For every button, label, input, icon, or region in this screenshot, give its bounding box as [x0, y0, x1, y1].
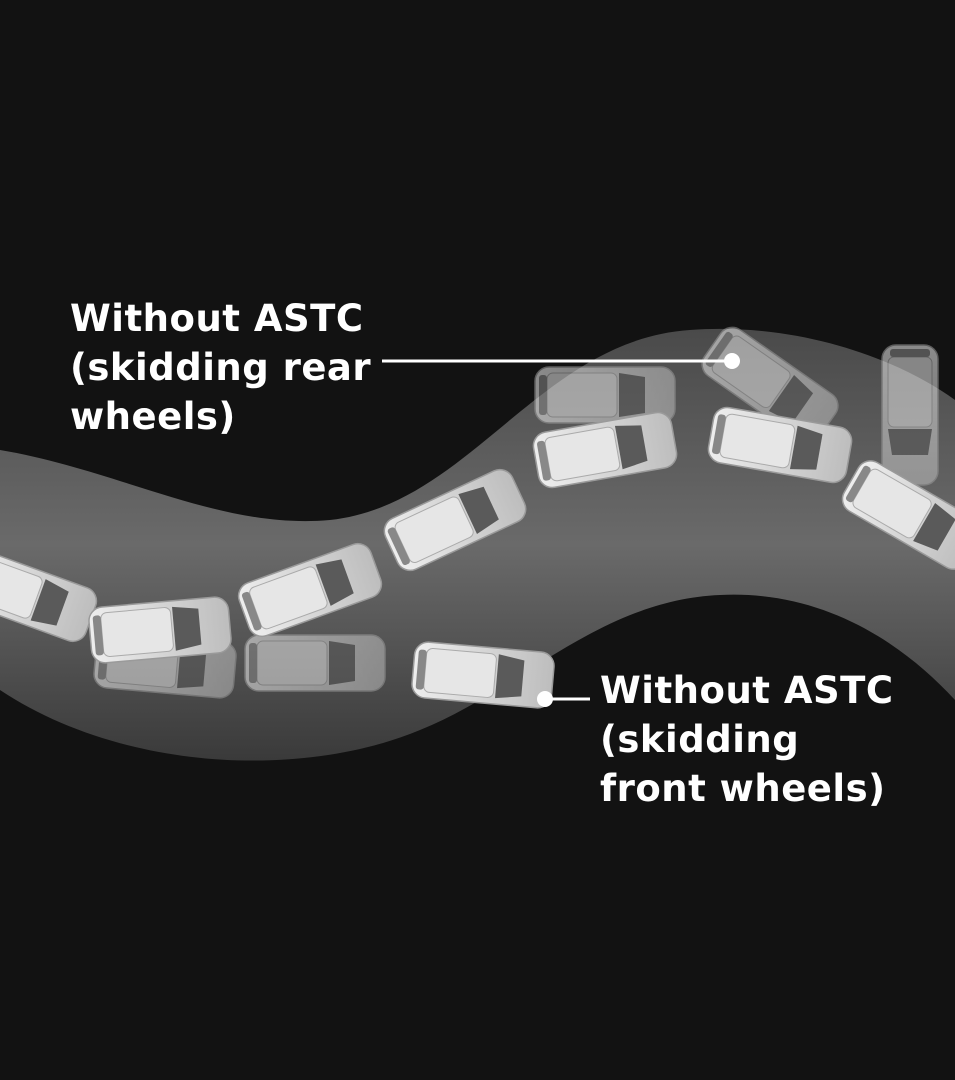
- callout-line: wheels): [70, 395, 236, 438]
- callout-line: (skidding: [600, 718, 800, 761]
- car: [532, 411, 678, 489]
- car: [841, 460, 955, 570]
- car: [707, 406, 853, 484]
- callout-line: Without ASTC: [70, 297, 364, 340]
- car-sequence: [0, 326, 955, 709]
- car: [237, 542, 383, 638]
- car: [244, 634, 386, 692]
- callout-line: (skidding rear: [70, 346, 372, 389]
- car: [0, 547, 98, 643]
- callout-line: front wheels): [600, 767, 886, 810]
- callout-rear-pointer: [382, 353, 740, 369]
- callout-line: Without ASTC: [600, 669, 894, 712]
- callout-rear-wheels-skid: Without ASTC (skidding rear wheels): [70, 294, 371, 441]
- callout-front-pointer: [537, 691, 590, 707]
- car: [881, 344, 939, 486]
- car: [534, 366, 676, 424]
- car: [383, 468, 527, 572]
- car: [88, 596, 232, 664]
- car: [411, 641, 555, 709]
- callout-front-wheels-skid: Without ASTC (skidding front wheels): [600, 666, 894, 813]
